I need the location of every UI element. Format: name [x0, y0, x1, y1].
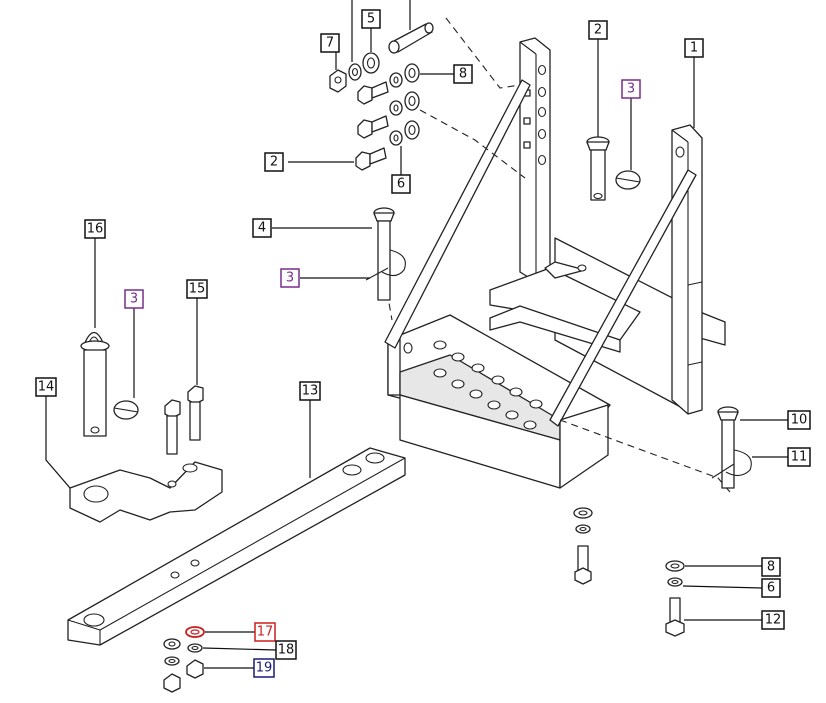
hitch-pin-2 [586, 36, 610, 201]
hardware-17-18-19 [163, 626, 277, 693]
callout-10: 10 [787, 410, 811, 430]
callout-3-mid-text: 3 [286, 271, 294, 286]
linch-clip-3-left [113, 308, 139, 420]
callout-1-text: 1 [690, 41, 698, 56]
upper-hardware [288, 0, 456, 175]
callout-15: 15 [186, 279, 208, 299]
callout-7: 7 [320, 33, 340, 53]
pin-top [388, 22, 434, 54]
callout-11: 11 [787, 447, 811, 467]
bolt-center-bottom [573, 507, 593, 585]
callout-14-text: 14 [38, 380, 55, 395]
callout-17: 17 [254, 622, 276, 642]
callout-2-top: 2 [588, 20, 608, 40]
callout-4: 4 [252, 218, 272, 238]
clevis-14 [45, 396, 223, 523]
callout-6-bottom: 6 [761, 578, 781, 598]
callout-16: 16 [84, 219, 106, 239]
hardware-8-6-12 [665, 560, 763, 637]
callout-3-top: 3 [621, 79, 641, 99]
hitch-pin-16 [80, 238, 110, 437]
callout-6-bottom-text: 6 [767, 581, 775, 596]
callout-17-text: 17 [257, 625, 274, 640]
callout-3-mid: 3 [280, 268, 300, 288]
callout-8-bottom-text: 8 [767, 560, 775, 575]
callout-10-text: 10 [791, 413, 808, 428]
callout-2-top-text: 2 [594, 23, 602, 38]
callout-16-text: 16 [87, 222, 104, 237]
callout-4-text: 4 [258, 221, 266, 236]
callout-3-left-text: 3 [130, 292, 138, 307]
callout-14: 14 [35, 377, 57, 397]
callout-8-bottom: 8 [761, 557, 781, 577]
drawbar-frame [384, 37, 726, 489]
callout-3-top-text: 3 [627, 82, 635, 97]
callout-19-text: 19 [256, 661, 273, 676]
callout-2-left: 2 [264, 152, 284, 172]
callout-5: 5 [361, 9, 381, 29]
callout-8-top-text: 8 [459, 67, 467, 82]
callout-2-left-text: 2 [270, 155, 278, 170]
callout-15-text: 15 [189, 282, 206, 297]
callout-6-top: 6 [391, 174, 411, 194]
hitch-pin-10 [711, 406, 788, 489]
callout-12-text: 12 [765, 613, 782, 628]
callout-18-text: 18 [278, 643, 295, 658]
callout-12: 12 [761, 610, 785, 630]
bolts-15 [164, 298, 204, 455]
callout-8-top: 8 [453, 64, 473, 84]
callout-5-text: 5 [367, 12, 375, 27]
callout-3-left: 3 [124, 289, 144, 309]
callout-6-top-text: 6 [397, 177, 405, 192]
callout-11-text: 11 [791, 450, 808, 465]
linch-clip-3-top [615, 95, 641, 190]
callout-18: 18 [275, 640, 297, 660]
bolt-1 [357, 81, 389, 105]
bolt-3 [355, 147, 387, 171]
callout-7-text: 7 [326, 36, 334, 51]
bolt-2 [357, 115, 389, 139]
hitch-pin-4 [272, 207, 406, 301]
callout-13-text: 13 [302, 384, 319, 399]
callout-13: 13 [299, 381, 321, 401]
callout-19: 19 [253, 658, 275, 678]
drawbar-13 [67, 400, 406, 646]
callout-1: 1 [684, 38, 704, 58]
